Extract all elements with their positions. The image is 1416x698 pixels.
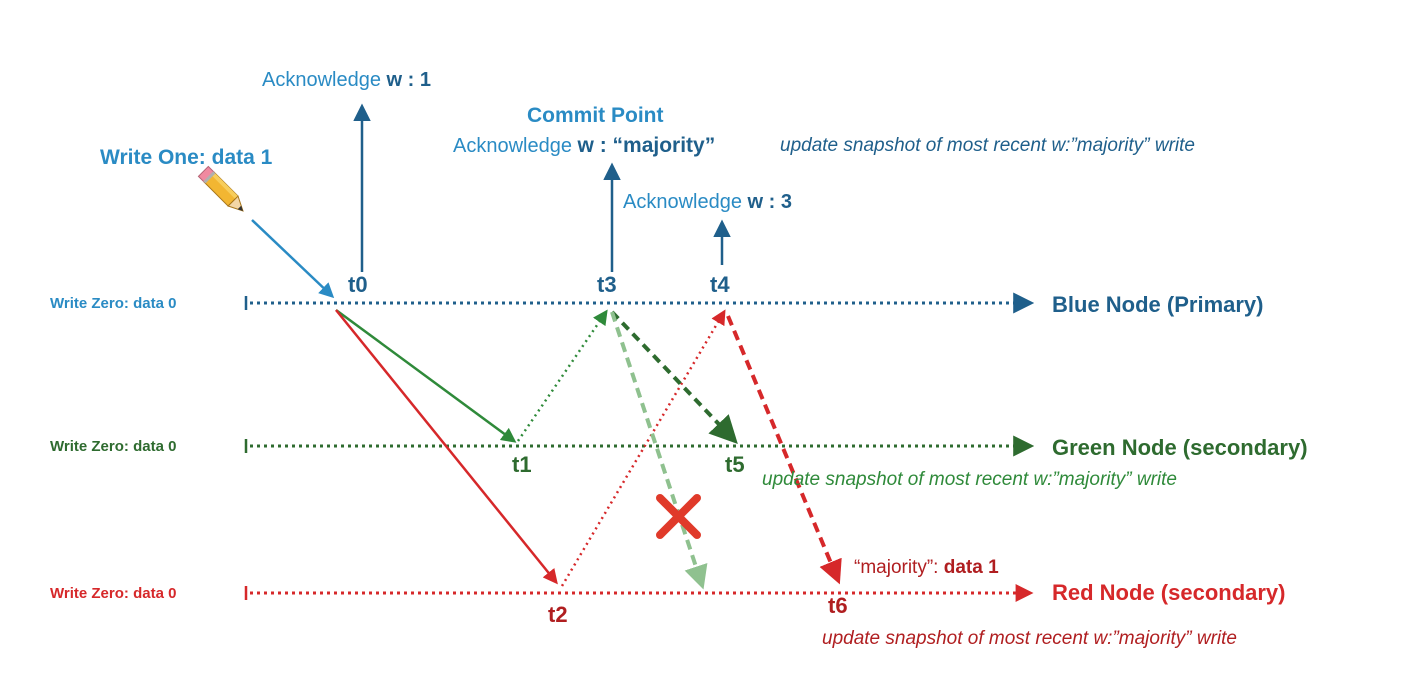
red-majority-label: “majority”: data 1 (854, 557, 999, 578)
commit-notify-red-arrow (726, 315, 842, 585)
ack-w3-label: Acknowledge w : 3 (623, 191, 792, 213)
red-node-name: Red Node (secondary) (1052, 580, 1286, 605)
write-one-arrow (251, 219, 335, 299)
time-label-t1: t1 (512, 452, 532, 477)
red-timeline (244, 584, 1034, 602)
red-ack-arrow (560, 309, 726, 587)
time-label-t0: t0 (348, 272, 368, 297)
ack-majority-note: update snapshot of most recent w:”majori… (780, 135, 1195, 156)
red-node-start-label: Write Zero: data 0 (50, 585, 176, 602)
ack-w3-prefix: Acknowledge (623, 191, 748, 213)
red-node-note: update snapshot of most recent w:”majori… (822, 628, 1237, 649)
pencil-icon (197, 165, 244, 212)
time-label-t2: t2 (548, 602, 568, 627)
green-node-start-label: Write Zero: data 0 (50, 438, 176, 455)
ack-majority-label: Acknowledge w : “majority” (453, 134, 715, 157)
time-label-t3: t3 (597, 272, 617, 297)
commit-notify-red-lost-arrow (610, 311, 708, 590)
time-label-t6: t6 (828, 593, 848, 618)
red-majority-prefix: “majority”: (854, 557, 944, 578)
green-node-name: Green Node (secondary) (1052, 435, 1308, 460)
blue-node-start-label: Write Zero: data 0 (50, 295, 176, 312)
green-timeline (244, 435, 1035, 457)
x-mark-icon (656, 494, 701, 539)
ack-w1-value: w : 1 (386, 69, 431, 91)
commit-notify-green-arrow (610, 310, 738, 445)
ack-majority-value: w : “majority” (577, 134, 716, 157)
red-majority-value: data 1 (944, 557, 999, 578)
green-node-note: update snapshot of most recent w:”majori… (762, 469, 1177, 490)
commit-point-label: Commit Point (527, 104, 664, 127)
blue-timeline (244, 292, 1035, 314)
replicate-to-green-arrow (335, 308, 517, 443)
blue-node-name: Blue Node (Primary) (1052, 292, 1264, 317)
ack-w1-prefix: Acknowledge (262, 69, 387, 91)
replicate-to-red-arrow (335, 309, 558, 585)
ack-w1-label: Acknowledge w : 1 (262, 69, 431, 91)
time-label-t4: t4 (710, 272, 730, 297)
time-label-t5: t5 (725, 452, 745, 477)
green-ack-arrow (516, 309, 608, 442)
ack-majority-prefix: Acknowledge (453, 135, 578, 157)
write-one-label: Write One: data 1 (100, 146, 273, 169)
ack-w3-value: w : 3 (747, 191, 792, 213)
